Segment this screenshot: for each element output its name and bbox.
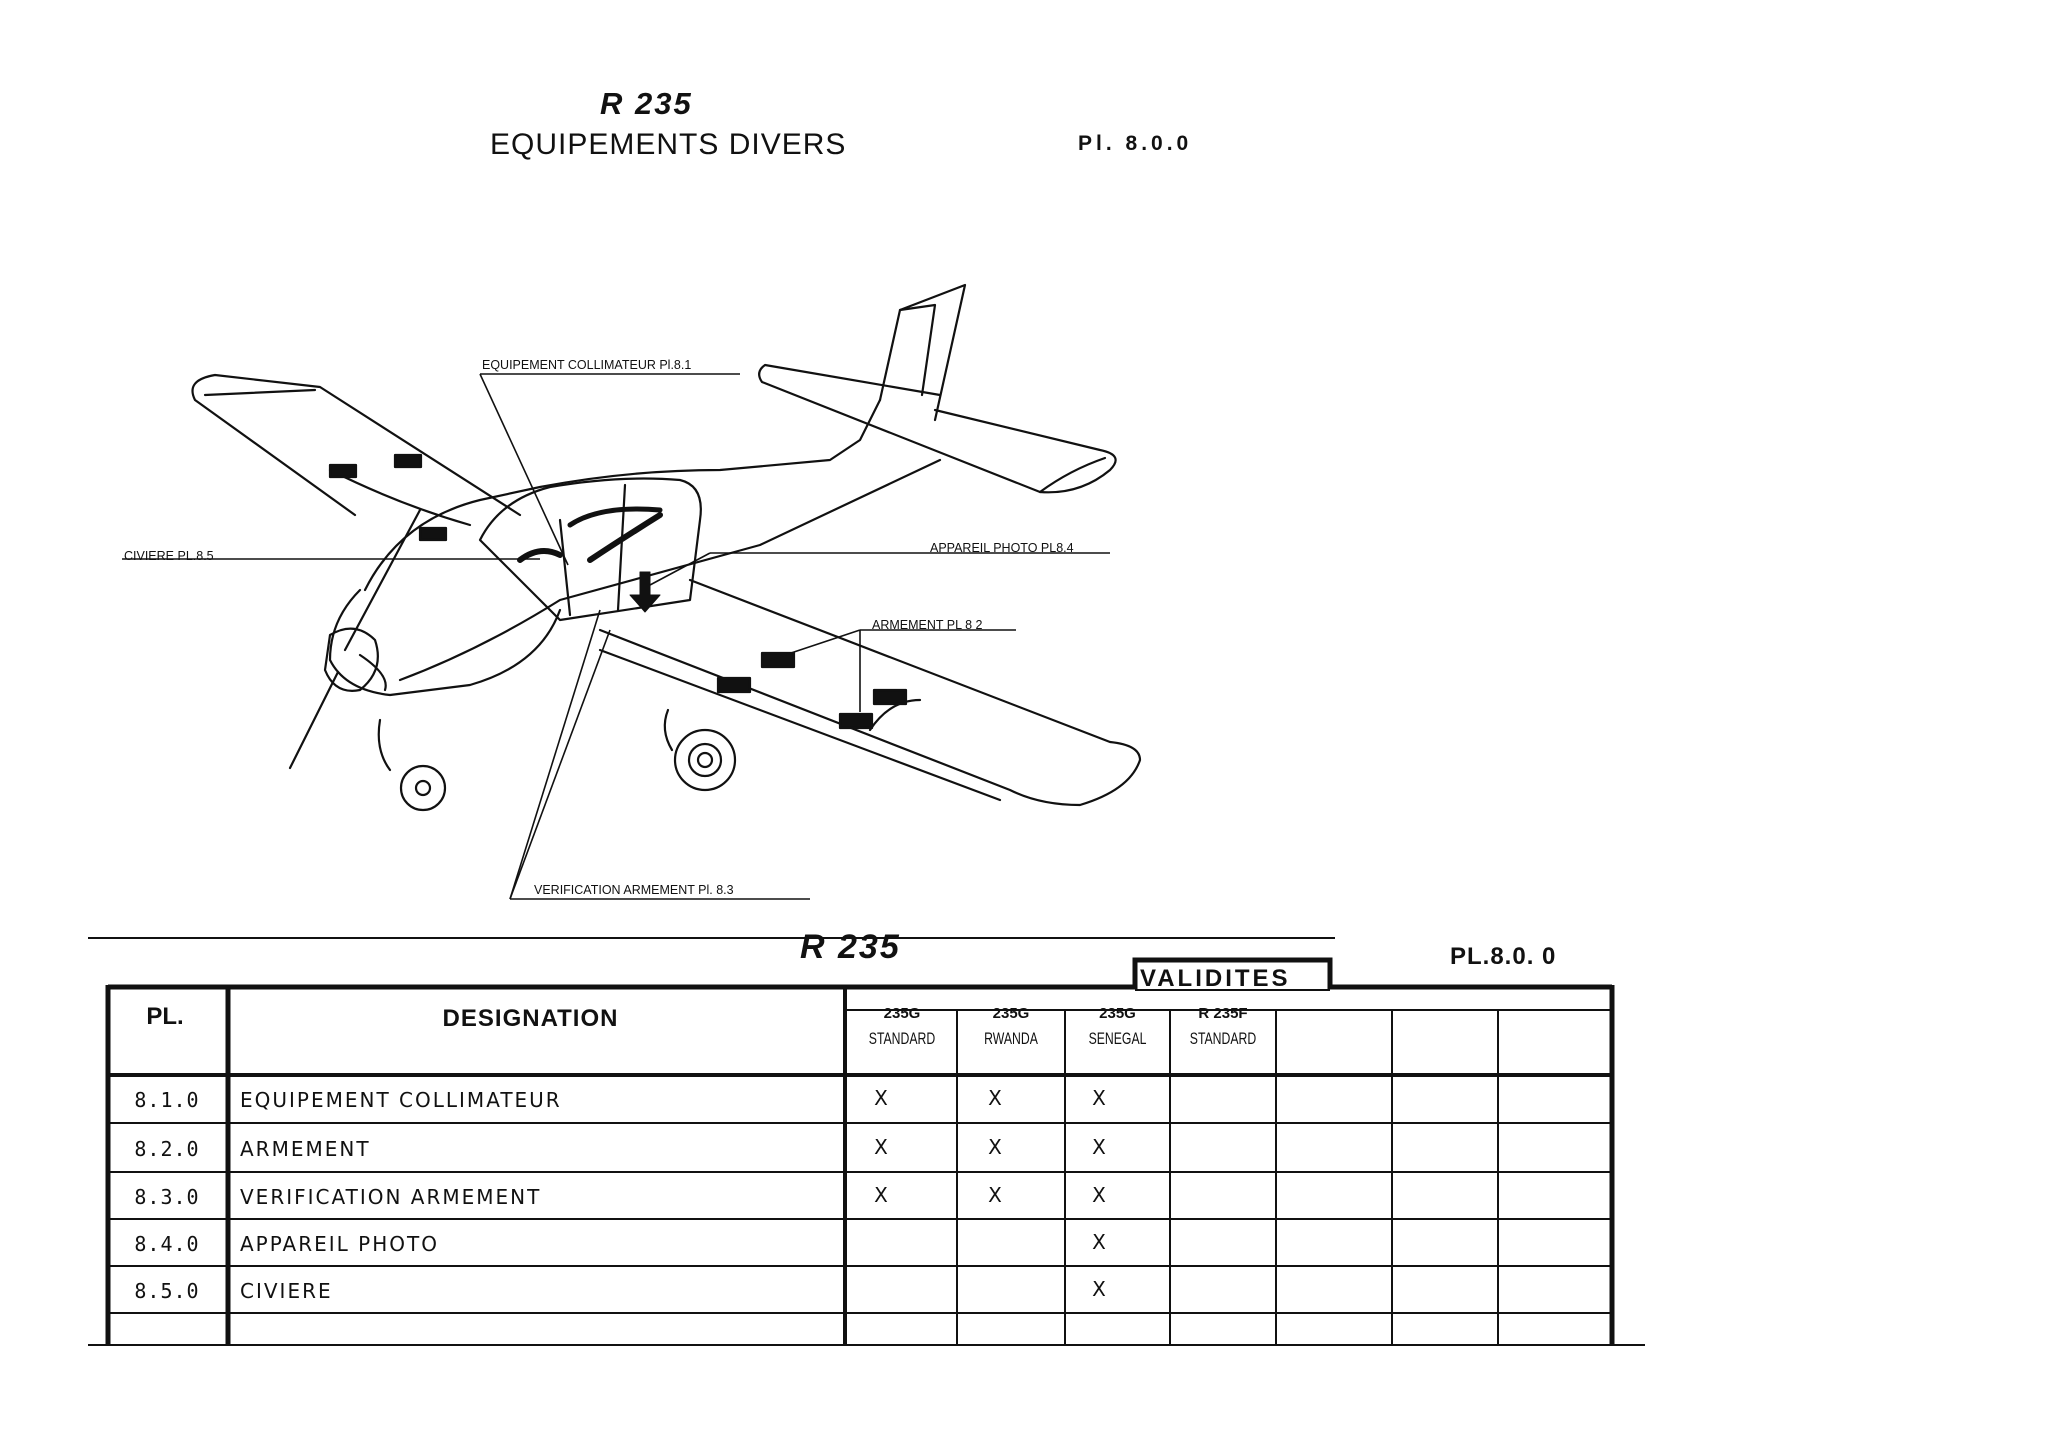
variant-code: 235G <box>1099 1005 1136 1022</box>
table-plate-ref: PL.8.0. 0 <box>1450 943 1557 970</box>
right-wing <box>598 578 1142 807</box>
document-title: EQUIPEMENTS DIVERS <box>490 128 847 161</box>
row-pl: 8.2.0 <box>134 1137 200 1161</box>
variant-header: 235G RWANDA <box>957 1006 1065 1047</box>
row-pl: 8.3.0 <box>134 1185 200 1209</box>
main-gear <box>663 708 674 752</box>
nose-cowling <box>328 588 562 697</box>
validity-mark: X <box>1092 1183 1106 1207</box>
validity-mark: X <box>1092 1230 1106 1254</box>
validity-mark: X <box>1092 1277 1106 1301</box>
row-designation: CIVIERE <box>240 1279 333 1303</box>
row-designation: APPAREIL PHOTO <box>240 1232 439 1256</box>
variant-code: 235G <box>883 1005 921 1022</box>
validity-mark: X <box>988 1135 1002 1159</box>
validity-mark: X <box>988 1086 1002 1110</box>
variant-header: R 235F STANDARD <box>1170 1006 1276 1047</box>
variant-header: 235G SENEGAL <box>1065 1006 1170 1047</box>
callout-verification: VERIFICATION ARMEMENT Pl. 8.3 <box>534 883 734 897</box>
variant-code: R 235F <box>1198 1005 1248 1022</box>
variant-name: RWANDA <box>984 1029 1038 1048</box>
callout-civiere: CIVIERE PL.8.5 <box>124 549 214 563</box>
validity-mark: X <box>874 1183 888 1207</box>
fuselage <box>363 398 882 592</box>
nose-gear <box>377 718 392 772</box>
variant-name: STANDARD <box>868 1029 936 1048</box>
callout-photo: APPAREIL PHOTO PL8.4 <box>930 541 1074 555</box>
row-designation: VERIFICATION ARMEMENT <box>240 1185 542 1209</box>
validity-mark: X <box>1092 1135 1106 1159</box>
validity-mark: X <box>874 1135 888 1159</box>
validites-label: VALIDITES <box>1140 965 1291 992</box>
callout-collimateur: EQUIPEMENT COLLIMATEUR Pl.8.1 <box>482 358 691 372</box>
left-wing <box>191 373 522 517</box>
validity-mark: X <box>1092 1086 1106 1110</box>
row-pl: 8.5.0 <box>134 1279 200 1303</box>
row-designation: ARMEMENT <box>240 1137 371 1161</box>
row-designation: EQUIPEMENT COLLIMATEUR <box>240 1088 562 1112</box>
variant-name: SENEGAL <box>1088 1029 1147 1048</box>
table-model: R 235 <box>800 928 901 966</box>
variant-code: 235G <box>992 1005 1030 1022</box>
propeller <box>288 508 422 770</box>
tail-fin <box>878 283 967 422</box>
row-pl: 8.1.0 <box>134 1088 200 1112</box>
canopy <box>478 477 702 622</box>
spinner <box>323 627 379 692</box>
variant-name: STANDARD <box>1189 1029 1257 1048</box>
column-header-designation: DESIGNATION <box>442 1005 619 1032</box>
document-plate-ref: Pl. 8.0.0 <box>1078 132 1193 155</box>
variant-header: 235G STANDARD <box>847 1006 957 1047</box>
column-header-pl: PL. <box>146 1003 184 1030</box>
callout-armement: ARMEMENT PL 8 2 <box>872 618 982 632</box>
row-pl: 8.4.0 <box>134 1232 200 1256</box>
horizontal-stabilizer <box>758 363 1117 494</box>
validity-mark: X <box>988 1183 1002 1207</box>
document-model: R 235 <box>600 86 693 121</box>
validity-mark: X <box>874 1086 888 1110</box>
